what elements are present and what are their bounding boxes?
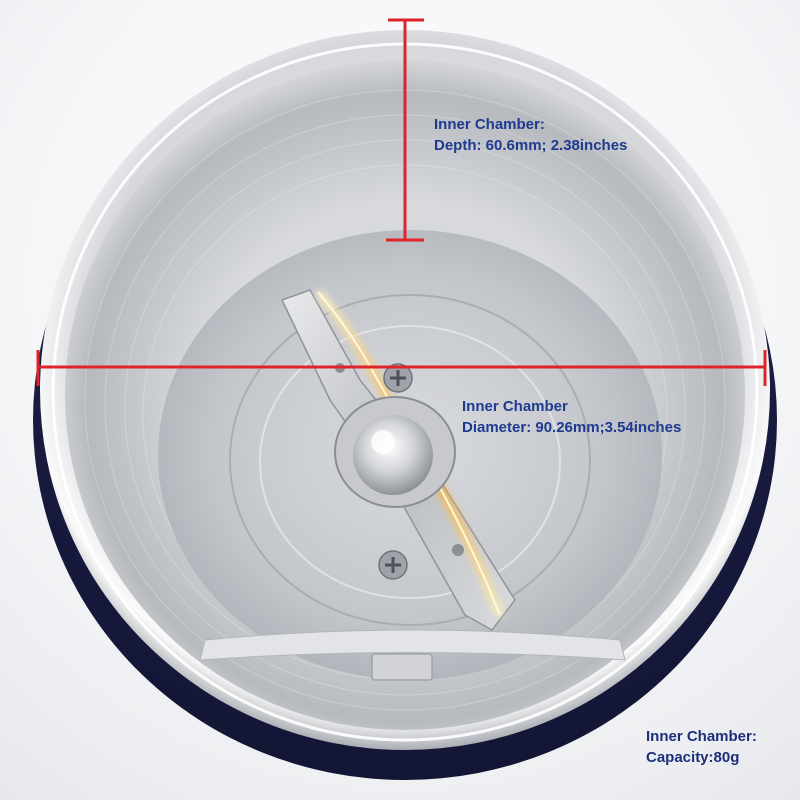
safety-tab	[371, 653, 433, 681]
diameter-annotation: Inner Chamber Diameter: 90.26mm;3.54inch…	[462, 396, 681, 438]
depth-annotation-value: Depth: 60.6mm; 2.38inches	[434, 137, 628, 154]
capacity-annotation: Inner Chamber: Capacity:80g	[646, 726, 757, 768]
blade-screw-bottom	[378, 550, 408, 580]
diameter-annotation-value: Diameter: 90.26mm;3.54inches	[462, 419, 682, 436]
capacity-annotation-title: Inner Chamber:	[646, 728, 757, 745]
floor-rivet	[452, 544, 464, 556]
blade-screw-top	[383, 363, 413, 393]
blade-hub	[334, 396, 456, 508]
capacity-annotation-value: Capacity:80g	[646, 749, 740, 766]
diameter-annotation-title: Inner Chamber	[462, 398, 568, 415]
depth-annotation-title: Inner Chamber:	[434, 116, 545, 133]
depth-dimension-line	[386, 18, 424, 242]
chamber-lip	[199, 629, 626, 661]
depth-annotation: Inner Chamber: Depth: 60.6mm; 2.38inches	[434, 114, 627, 156]
diameter-dimension-line	[36, 350, 767, 386]
